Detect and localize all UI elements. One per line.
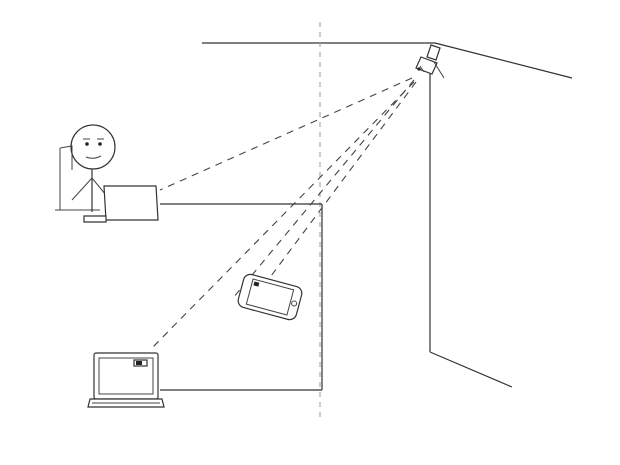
sightline-to-phone-right	[268, 82, 416, 280]
person-arm-left	[72, 178, 92, 200]
person-laptop-screen	[104, 186, 158, 220]
ceiling-camera-icon	[416, 45, 444, 78]
sightline-to-phone-left	[233, 80, 414, 298]
person-figure	[55, 125, 158, 222]
face	[83, 139, 104, 158]
person-head	[71, 125, 115, 169]
person-laptop-base	[84, 216, 106, 222]
room-walls	[202, 43, 572, 387]
sightline-to-person-laptop	[160, 78, 412, 190]
ceiling-edge-right	[435, 43, 572, 78]
floor-edge	[430, 352, 512, 387]
smartphone-icon	[237, 273, 304, 321]
floor-laptop-icon	[88, 353, 164, 407]
chair-back	[60, 146, 72, 210]
